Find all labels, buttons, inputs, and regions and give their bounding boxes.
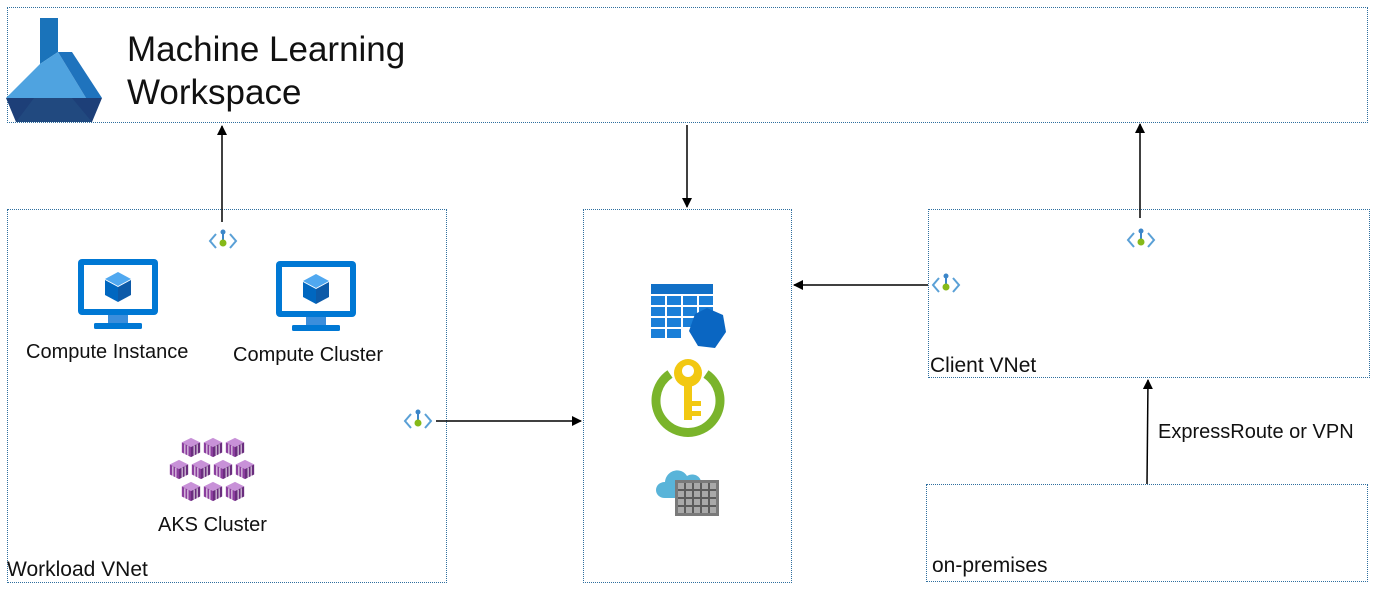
compute-instance-icon [78,259,158,331]
container-registry-icon [656,470,719,516]
aks-cluster-label: AKS Cluster [158,514,267,536]
expressroute-label: ExpressRoute or VPN [1158,421,1354,443]
key-vault-icon [651,359,725,437]
arrow-onprem-to-client [1142,379,1153,485]
workload-vnet-label: Workload VNet [7,558,148,581]
private-endpoint-icon [208,229,238,253]
compute-instance-label: Compute Instance [26,341,189,363]
private-endpoint-icon [403,409,433,433]
onprem-label: on-premises [932,554,1048,577]
private-endpoint-icon [1126,228,1156,252]
workspace-box [7,7,1368,123]
private-endpoint-icon [931,273,961,297]
workload-vnet-box [7,209,447,583]
workspace-title-line2: Workspace [127,73,302,112]
compute-cluster-icon [276,261,356,333]
azure-machine-learning-icon [6,18,102,122]
kubernetes-service-icon [169,437,255,502]
workspace-title-line1: Machine Learning [127,30,406,69]
storage-table-icon [651,284,726,348]
client-vnet-label: Client VNet [930,354,1037,377]
services-box [583,209,792,583]
client-vnet-box [928,209,1370,378]
onprem-box [926,484,1368,582]
compute-cluster-label: Compute Cluster [233,344,384,366]
